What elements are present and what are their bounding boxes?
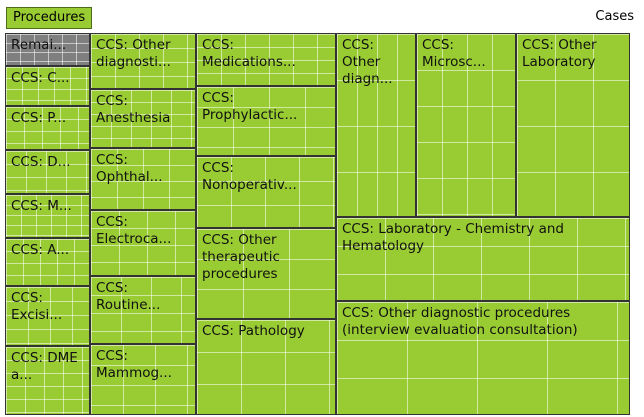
tile-ccs-other-therapeutic[interactable]: CCS: Other therapeutic procedures	[196, 228, 336, 319]
tile-ccs-laboratory-chemistry[interactable]: CCS: Laboratory - Chemistry and Hematolo…	[336, 217, 630, 301]
tile-ccs-a[interactable]: CCS: A...	[5, 238, 90, 286]
tile-remaining[interactable]: Remai...	[5, 33, 90, 66]
tile-ccs-other-diagnostic-short[interactable]: CCS: Other diagnosti...	[90, 33, 196, 89]
tile-ccs-mammog[interactable]: CCS: Mammog...	[90, 344, 196, 415]
tile-ccs-ophthal[interactable]: CCS: Ophthal...	[90, 148, 196, 210]
tile-ccs-nonoperativ[interactable]: CCS: Nonoperativ...	[196, 156, 336, 228]
tile-ccs-dme[interactable]: CCS: DME a...	[5, 346, 90, 415]
breadcrumb-procedures[interactable]: Procedures	[6, 7, 93, 29]
tile-ccs-pathology[interactable]: CCS: Pathology	[196, 319, 336, 415]
tile-ccs-excision[interactable]: CCS: Excisi...	[5, 286, 90, 346]
tile-ccs-other-diagnostic-full[interactable]: CCS: Other diagnostic procedures (interv…	[336, 301, 630, 415]
tile-ccs-m[interactable]: CCS: M...	[5, 194, 90, 238]
tile-ccs-c[interactable]: CCS: C...	[5, 66, 90, 106]
tile-ccs-other-laboratory[interactable]: CCS: Other Laboratory	[516, 33, 630, 217]
tile-ccs-p[interactable]: CCS: P...	[5, 106, 90, 150]
tile-ccs-anesthesia[interactable]: CCS: Anesthesia	[90, 89, 196, 148]
tile-ccs-electroca[interactable]: CCS: Electroca...	[90, 210, 196, 276]
tile-ccs-other-diagn[interactable]: CCS: Other diagn...	[336, 33, 416, 217]
tile-ccs-prophylactic[interactable]: CCS: Prophylactic...	[196, 86, 336, 156]
tile-ccs-medications[interactable]: CCS: Medications...	[196, 33, 336, 86]
tile-ccs-d[interactable]: CCS: D...	[5, 150, 90, 194]
tile-ccs-routine[interactable]: CCS: Routine...	[90, 276, 196, 344]
measure-label: Cases	[595, 9, 634, 24]
top-bar: Procedures Cases	[0, 0, 644, 32]
tile-ccs-microsc[interactable]: CCS: Microsc...	[416, 33, 516, 217]
treemap: Remai... CCS: C... CCS: P... CCS: D... C…	[0, 33, 644, 417]
